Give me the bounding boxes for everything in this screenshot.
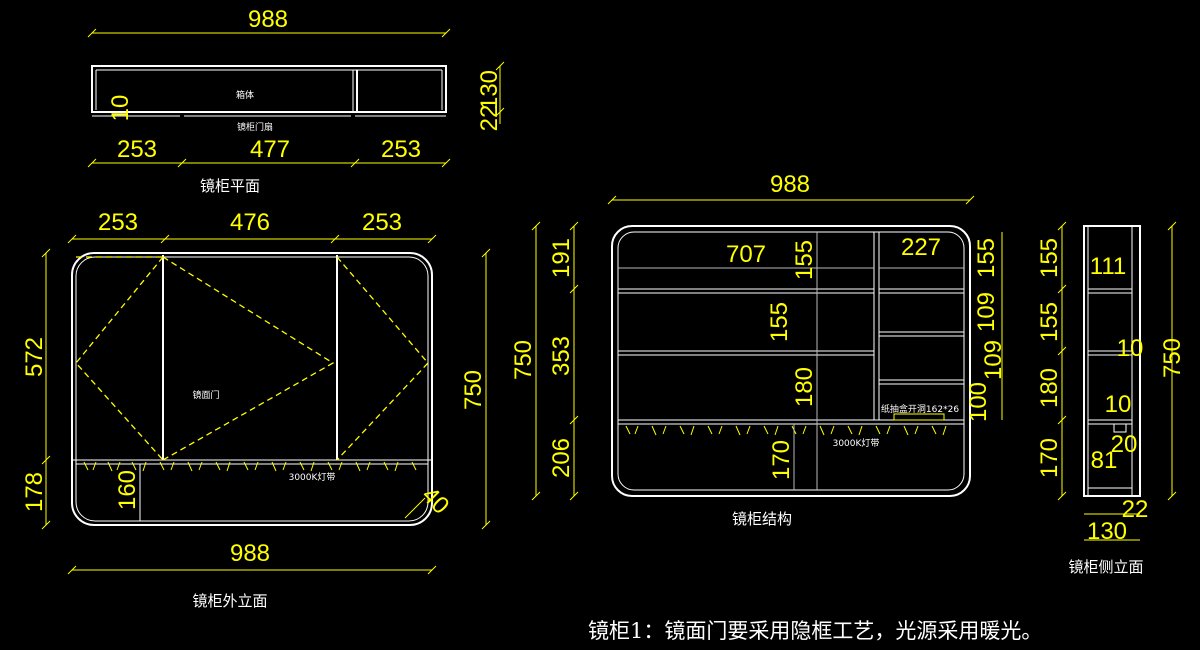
- front-inner-h-dim: 160: [114, 470, 141, 510]
- structure-r-shelf1-dim: 155: [973, 238, 1000, 278]
- structure-r-shelf2-dim: 109: [973, 292, 1000, 332]
- structure-outline: [611, 225, 971, 497]
- plan-cabinet-outline: [91, 65, 447, 113]
- structure-tissue-label: 纸抽盒开洞162*26: [881, 403, 959, 415]
- structure-shelf2-dim: 155: [766, 302, 793, 342]
- front-mid-dim: 476: [230, 209, 270, 236]
- side-door-dim: 22: [1122, 496, 1149, 523]
- structure-h-mid-dim: 353: [548, 336, 575, 376]
- side-h1-dim: 155: [1036, 238, 1063, 278]
- structure-width-dim: 988: [770, 171, 810, 198]
- side-thick2-dim: 10: [1105, 391, 1132, 418]
- structure-title: 镜柜结构: [732, 510, 792, 528]
- structure-right-w-dim: 227: [901, 234, 941, 261]
- structure-h-top-dim: 191: [548, 238, 575, 278]
- plan-depth-dim: 130: [476, 70, 503, 110]
- front-total-h-dim: 750: [460, 370, 487, 410]
- plan-view: 988 箱体 镜柜门扇 10 130 22 253 477 253 镜柜平面: [87, 6, 505, 195]
- structure-shelf1-dim: 155: [791, 240, 818, 280]
- side-h4-dim: 170: [1036, 438, 1063, 478]
- structure-left-w-dim: 707: [726, 241, 766, 268]
- side-outline: [1083, 225, 1141, 497]
- structure-total-h-dim: 750: [510, 340, 537, 380]
- front-cabinet-outline: [71, 252, 433, 526]
- side-h3-dim: 180: [1036, 368, 1063, 408]
- front-right-dim: 253: [362, 209, 402, 236]
- structure-h-bot-dim: 206: [548, 438, 575, 478]
- front-lower-h-dim: 178: [21, 472, 48, 512]
- plan-back-dim: 10: [107, 95, 134, 122]
- plan-door-label: 镜柜门扇: [237, 121, 273, 133]
- plan-width-dim: 988: [248, 6, 288, 33]
- plan-body-label: 箱体: [236, 89, 254, 101]
- side-total-h-dim: 750: [1159, 338, 1186, 378]
- structure-led-label: 3000K灯带: [833, 438, 880, 449]
- front-door-label: 镜面门: [192, 389, 219, 401]
- front-title: 镜柜外立面: [192, 592, 267, 610]
- front-width-dim: 988: [230, 540, 270, 567]
- front-upper-h-dim: 572: [21, 337, 48, 377]
- side-thick1-dim: 10: [1117, 335, 1144, 362]
- front-led-strip: [83, 461, 417, 472]
- structure-r-shelf3-dim: 109: [980, 340, 1007, 380]
- plan-title: 镜柜平面: [200, 177, 260, 195]
- structure-shelf3-dim: 180: [791, 367, 818, 407]
- side-shelf-depth-dim: 111: [1090, 253, 1126, 280]
- front-elevation: 253 476 253 镜面门 3000K灯带 160 40 572 178: [21, 209, 491, 610]
- plan-mid-dim: 477: [250, 136, 290, 163]
- structure-led-strip: [625, 425, 947, 436]
- side-elevation: 111 10 10 20 81 155 155 180 170 750 22 1…: [1036, 221, 1186, 576]
- side-depth-dim: 130: [1087, 518, 1127, 545]
- plan-left-dim: 253: [117, 136, 157, 163]
- plan-right-dim: 253: [381, 136, 421, 163]
- side-inner-depth-dim: 81: [1091, 447, 1118, 474]
- design-note: 镜柜1：镜面门要采用隐框工艺，光源采用暖光。: [588, 619, 1042, 643]
- structure-r-shelf4-dim: 100: [965, 382, 992, 422]
- structure-shelf4-dim: 170: [768, 440, 795, 480]
- side-h2-dim: 155: [1036, 302, 1063, 342]
- side-gap-dim: 20: [1111, 431, 1138, 458]
- front-led-label: 3000K灯带: [289, 472, 336, 483]
- plan-door-dim: 22: [476, 105, 503, 132]
- front-left-dim: 253: [98, 209, 138, 236]
- side-title: 镜柜侧立面: [1068, 558, 1143, 576]
- structure-view: 988 纸抽盒开洞162*26 3000K灯带 707 227 155: [510, 171, 1007, 528]
